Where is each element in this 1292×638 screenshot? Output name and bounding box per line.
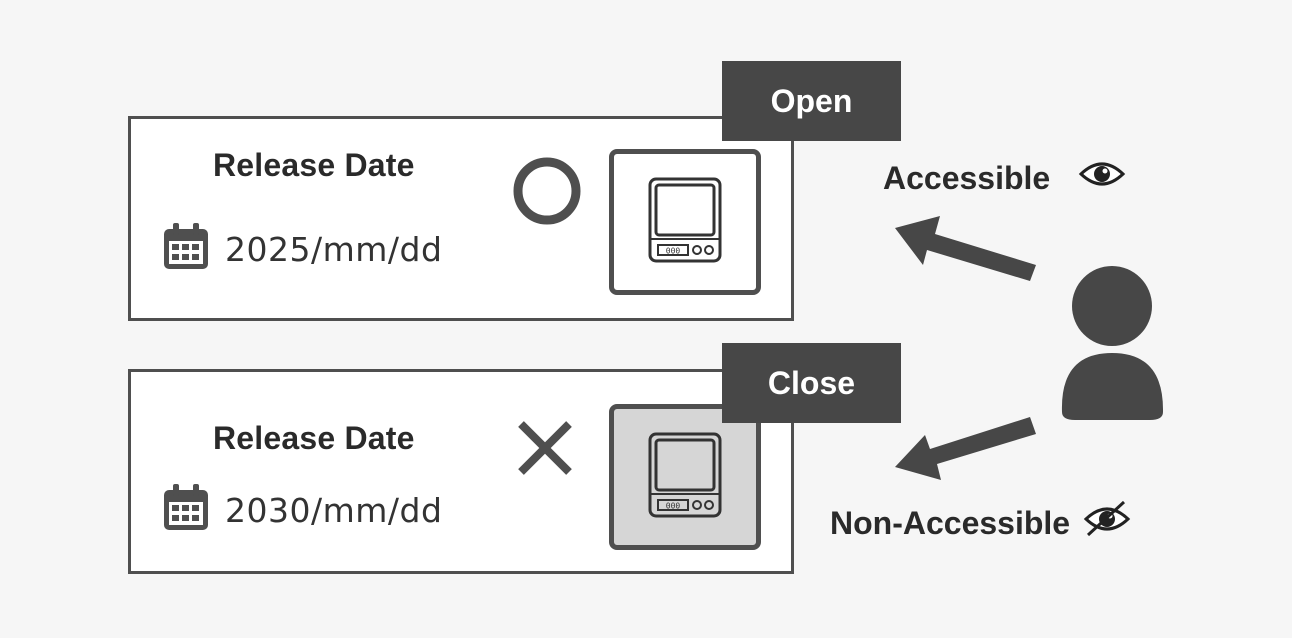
kitchen-scale-icon: 000	[647, 431, 723, 524]
svg-text:000: 000	[666, 501, 681, 510]
release-date-row: 2030/mm/dd	[161, 482, 442, 539]
release-date-title: Release Date	[213, 147, 415, 183]
release-date-row: 2025/mm/dd	[161, 221, 442, 278]
calendar-icon	[161, 221, 211, 278]
user-icon	[1061, 266, 1164, 420]
calendar-icon	[161, 482, 211, 539]
kitchen-scale-box: 000	[609, 149, 761, 295]
cross-mark-icon	[515, 418, 575, 483]
open-tag: Open	[722, 61, 901, 141]
closed-release-card: Release Date 2030/mm/dd	[128, 369, 794, 574]
non-accessible-label: Non-Accessible	[830, 500, 1132, 546]
kitchen-scale-icon: 000	[647, 176, 723, 269]
circle-mark-icon	[511, 155, 583, 232]
kitchen-scale-box-disabled: 000	[609, 404, 761, 550]
svg-text:000: 000	[666, 246, 681, 255]
close-tag: Close	[722, 343, 901, 423]
release-date-value: 2025/mm/dd	[225, 230, 443, 269]
arrow-to-close	[895, 417, 1036, 480]
release-date-title: Release Date	[213, 420, 415, 456]
non-accessible-text: Non-Accessible	[830, 504, 1071, 541]
accessible-text: Accessible	[883, 159, 1051, 196]
open-release-card: Release Date 2025/mm/dd	[128, 116, 794, 321]
eye-off-icon	[1070, 500, 1132, 546]
eye-icon	[1050, 158, 1126, 198]
accessible-label: Accessible	[883, 158, 1126, 198]
release-date-value: 2030/mm/dd	[225, 491, 443, 530]
arrow-to-open	[895, 216, 1036, 281]
